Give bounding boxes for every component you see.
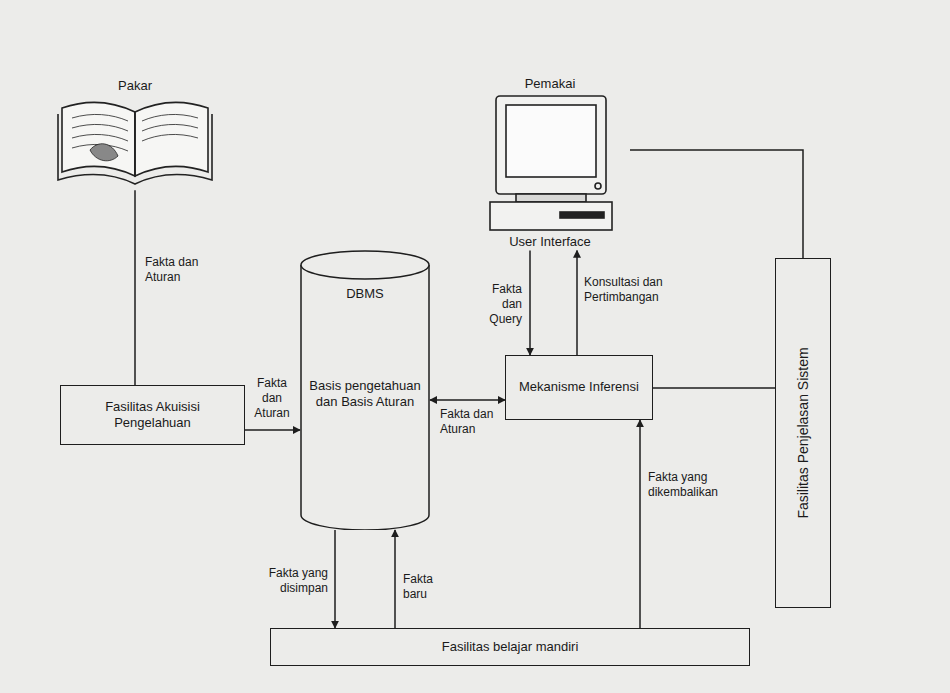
- connector-line: [639, 420, 641, 628]
- box-label: Mekanisme Inferensi: [519, 379, 639, 395]
- connector-line: [430, 399, 505, 401]
- vertical-label: Fasilitas Penjelasan Sistem: [795, 347, 811, 518]
- connector-line: [653, 387, 775, 389]
- user-terminal: PemakaiUser Interface: [470, 76, 630, 251]
- node-label: User Interface: [470, 234, 630, 250]
- connector-label: Fakta yang dikembalikan: [648, 470, 753, 500]
- process-box: Fasilitas Akuisisi Pengelahuan: [60, 385, 245, 445]
- connector-label: Fakta yang disimpan: [240, 566, 328, 596]
- connector-line: [529, 251, 531, 356]
- cylinder-heading: DBMS: [306, 286, 424, 302]
- connector-label: Konsultasi dan Pertimbangan: [584, 275, 689, 305]
- connector-label: Fakta dan Aturan: [247, 376, 297, 421]
- node-heading: Pakar: [55, 78, 215, 94]
- connector-line: [134, 190, 136, 385]
- database-cylinder: DBMS Basis pengetahuan dan Basis Aturan: [300, 250, 430, 530]
- node-heading: Pemakai: [470, 76, 630, 92]
- computer-icon: [490, 96, 612, 230]
- connector-label: Fakta dan Query: [470, 282, 522, 327]
- box-label: Fasilitas Akuisisi Pengelahuan: [69, 399, 236, 432]
- connector-line: [334, 530, 336, 628]
- connector-line: [394, 530, 396, 628]
- vertical-box: Fasilitas Penjelasan Sistem: [775, 258, 831, 608]
- expert-figure: Pakar: [55, 78, 215, 190]
- connector-label: Fakta dan Aturan: [440, 407, 500, 437]
- connector-line: [630, 150, 803, 258]
- process-box: Mekanisme Inferensi: [505, 355, 653, 420]
- connector-label: Fakta dan Aturan: [145, 255, 215, 285]
- connector-line: [576, 251, 578, 356]
- process-box: Fasilitas belajar mandiri: [270, 628, 750, 666]
- connector-line: [245, 429, 300, 431]
- box-label: Fasilitas belajar mandiri: [442, 639, 579, 655]
- book-icon: [58, 102, 212, 184]
- connector-label: Fakta baru: [403, 572, 453, 602]
- cylinder-label: Basis pengetahuan dan Basis Aturan: [306, 378, 424, 411]
